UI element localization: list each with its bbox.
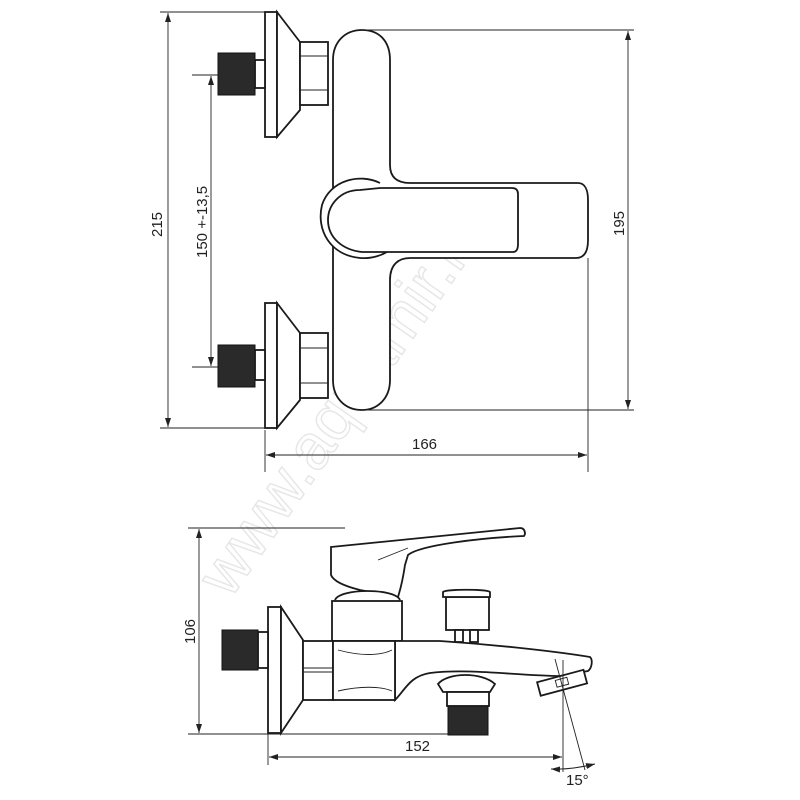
- dim-body-height: 195: [611, 211, 628, 236]
- lever-handle: [327, 187, 519, 253]
- lower-inlet: [217, 300, 329, 431]
- spout: [394, 640, 593, 703]
- diverter-knob: [442, 588, 491, 643]
- upper-inlet: [217, 9, 329, 140]
- dim-spout-angle: 15°: [566, 772, 589, 789]
- dim-spout-length: 152: [405, 738, 430, 755]
- dim-side-height: 106: [182, 619, 199, 644]
- dim-depth: 166: [412, 436, 437, 453]
- side-view: 106 152 15°: [182, 527, 596, 789]
- lever-side: [330, 527, 526, 599]
- thread-icon: [217, 52, 256, 96]
- dim-overall-height: 215: [149, 212, 166, 237]
- thread-icon: [447, 705, 489, 736]
- aerator: [536, 668, 589, 697]
- top-view: 215 150 +-13,5 195 166: [149, 9, 634, 472]
- dim-inlet-spacing: 150 +-13,5: [194, 186, 211, 258]
- thread-icon: [217, 344, 256, 388]
- thread-icon: [221, 629, 259, 671]
